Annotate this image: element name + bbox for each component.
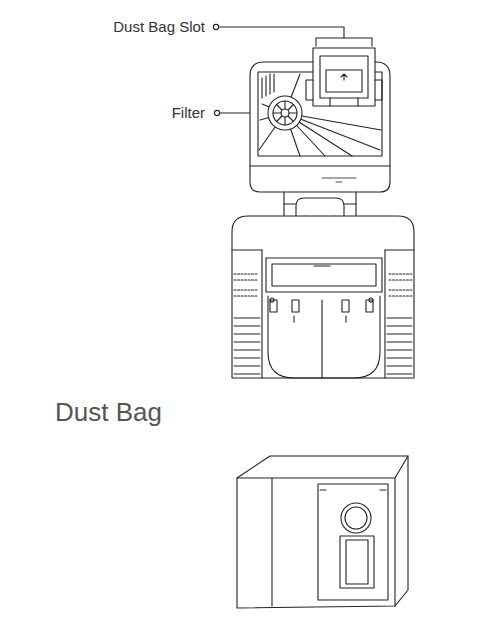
- section-heading: Dust Bag: [55, 398, 162, 427]
- part-name: Filter: [172, 105, 205, 122]
- part-name: Dust Bag Slot: [113, 19, 205, 36]
